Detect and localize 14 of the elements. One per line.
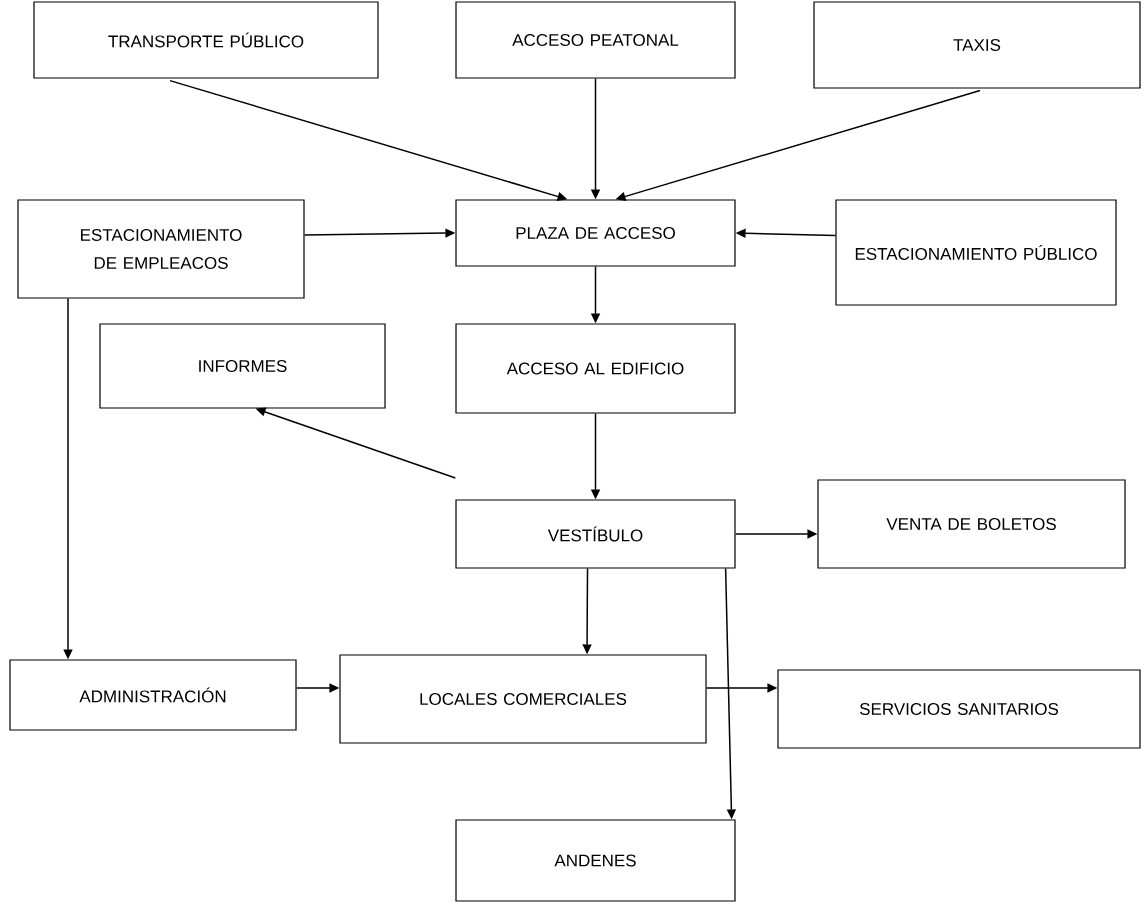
process-box: ADMINISTRACIÓN: [9, 659, 297, 731]
process-box: ACCESO PEATONAL: [455, 1, 736, 79]
process-box: VESTÍBULO: [455, 499, 736, 569]
process-box: INFORMES: [99, 323, 386, 409]
process-box: VENTA DE BOLETOS: [817, 479, 1126, 569]
process-box: ESTACIONAMIENTO PÚBLICO: [835, 199, 1117, 306]
process-box: ACCESO AL EDIFICIO: [455, 323, 736, 414]
process-box: SERVICIOS SANITARIOS: [777, 669, 1141, 749]
process-box: LOCALES COMERCIALES: [339, 654, 707, 744]
process-box: ESTACIONAMIENTO DE EMPLEACOS: [17, 199, 305, 299]
process-box: ANDENES: [455, 819, 736, 902]
process-box: TRANSPORTE PÚBLICO: [33, 1, 379, 79]
process-box: TAXIS: [813, 1, 1141, 89]
process-box: PLAZA DE ACCESO: [455, 199, 736, 267]
